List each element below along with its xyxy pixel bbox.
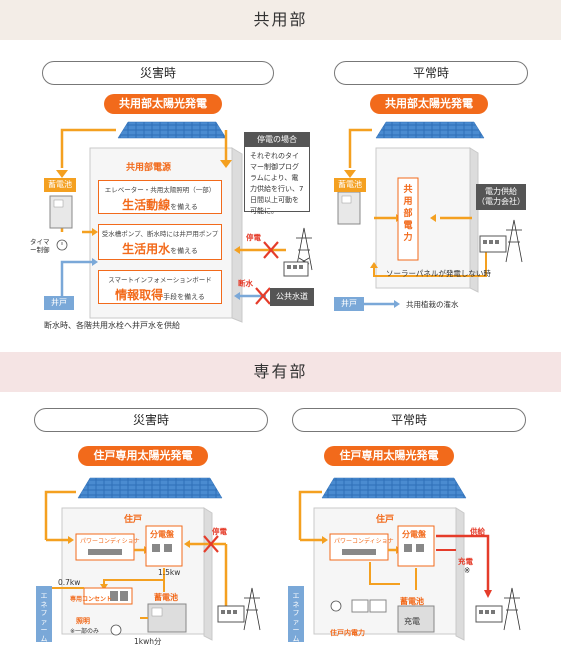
outage-notice: 停電の場合 それぞれのタイマー制御プログラムにより、電力供給を行い、7日間以上可… xyxy=(244,132,310,215)
private-normal-solar-title: 住戸専用太陽光発電 xyxy=(324,446,454,466)
private-disaster-solar-title: 住戸専用太陽光発電 xyxy=(78,446,208,466)
public-water-label: 公共水道 xyxy=(270,288,314,306)
common-power-vertical: 共用部電力 xyxy=(403,185,413,243)
feature-tail-text: を備える xyxy=(170,203,198,211)
feature-big-text: 生活用水 xyxy=(122,242,171,256)
partial-note: ※一部のみ xyxy=(70,628,100,635)
well-note: 共用植栽の潅水 xyxy=(406,300,459,309)
feature-water: 受水槽ポンプ、断水時には井戸用ポンプ 生活用水を備える xyxy=(98,224,222,260)
solar-panel-icon xyxy=(375,121,485,139)
supply-label: 供給 xyxy=(470,527,485,536)
cross-icon xyxy=(255,287,271,305)
feature-small-text: スマートインフォメーションボード xyxy=(108,276,212,284)
private-disaster-pill: 災害時 xyxy=(34,408,268,432)
power-supply-line1: 電力供給 xyxy=(485,187,517,196)
outlet-label: 専用コンセント xyxy=(70,596,113,603)
unit-label: 住戸 xyxy=(124,515,143,525)
private-section-title: 専有部 xyxy=(0,352,561,392)
outage-notice-body: それぞれのタイマー制御プログラムにより、電力供給を行い、7日間以上可動を可能に。 xyxy=(250,152,304,215)
power-conditioner-label: パワーコンディショナ xyxy=(80,538,140,545)
asterisk-note: ※ xyxy=(464,566,471,575)
solar-panel-icon xyxy=(321,477,467,499)
enefarm-label: エネファーム xyxy=(292,592,300,643)
feature-tail-text: 手段を備える xyxy=(163,293,205,301)
power-tower-icon xyxy=(503,587,521,631)
feature-big-text: 生活動線 xyxy=(122,198,171,212)
enefarm-label: エネファーム xyxy=(40,592,48,643)
power-tower-icon xyxy=(505,219,523,263)
power-tower-icon xyxy=(243,587,261,631)
cross-icon xyxy=(263,241,279,259)
outage-label: 停電 xyxy=(212,527,227,536)
feature-tail-text: を備える xyxy=(170,247,198,255)
light-bulb-icon xyxy=(110,624,122,636)
feature-elevator: エレベーター・共用太陽照明（一部） 生活動線を備える xyxy=(98,180,222,214)
battery-label: 蓄電池 xyxy=(334,178,366,192)
common-normal-solar-title: 共用部太陽光発電 xyxy=(370,94,488,114)
outage-notice-head: 停電の場合 xyxy=(245,133,309,147)
feature-information: スマートインフォメーションボード 情報取得手段を備える xyxy=(98,270,222,304)
battery-label: 蓄電池 xyxy=(154,593,178,602)
charge-box-label: 充電 xyxy=(404,617,420,626)
outage-label: 停電 xyxy=(246,233,261,242)
common-section-title: 共用部 xyxy=(0,0,561,40)
panel-board-label: 分電盤 xyxy=(402,530,426,539)
private-normal-pill: 平常時 xyxy=(292,408,526,432)
feature-big-text: 情報取得 xyxy=(115,288,164,302)
kwh-label: 1kwh分 xyxy=(134,637,162,646)
feature-small-text: 受水槽ポンプ、断水時には井戸用ポンプ xyxy=(101,230,219,238)
unit-power-label: 住戸内電力 xyxy=(330,629,365,637)
solar-panel-icon xyxy=(77,477,223,499)
power-supply-line2: （電力会社） xyxy=(477,197,525,206)
common-disaster-solar-title: 共用部太陽光発電 xyxy=(104,94,222,114)
well-caption: 断水時、各階共用水栓へ井戸水を供給 xyxy=(44,321,180,330)
water-cut-label: 断水 xyxy=(238,279,253,288)
kw-07-label: 0.7kw xyxy=(58,578,81,587)
battery-label: 蓄電池 xyxy=(400,597,424,606)
lighting-label: 照明 xyxy=(76,617,90,625)
well-label: 井戸 xyxy=(44,296,74,310)
unit-label: 住戸 xyxy=(376,515,395,525)
panel-board-label: 分電盤 xyxy=(150,530,174,539)
solar-panel-icon xyxy=(117,121,227,139)
timer-label: タイマー制御 xyxy=(30,238,50,254)
light-bulb-icon xyxy=(330,600,342,612)
common-disaster-pill: 災害時 xyxy=(42,61,274,85)
well-label: 井戸 xyxy=(334,297,364,311)
battery-label: 蓄電池 xyxy=(44,178,76,192)
feature-small-text: エレベーター・共用太陽照明（一部） xyxy=(104,186,216,194)
cross-icon xyxy=(203,535,219,553)
power-supply-label: 電力供給 （電力会社） xyxy=(476,184,526,210)
solar-note: ソーラーパネルが発電しない時 xyxy=(386,269,491,278)
kw-15-label: 1.5kw xyxy=(158,568,181,577)
common-power-title: 共用部電源 xyxy=(126,163,172,173)
power-conditioner-label: パワーコンディショナ xyxy=(334,538,394,545)
common-normal-pill: 平常時 xyxy=(334,61,528,85)
charge-label: 充電 xyxy=(458,557,473,566)
